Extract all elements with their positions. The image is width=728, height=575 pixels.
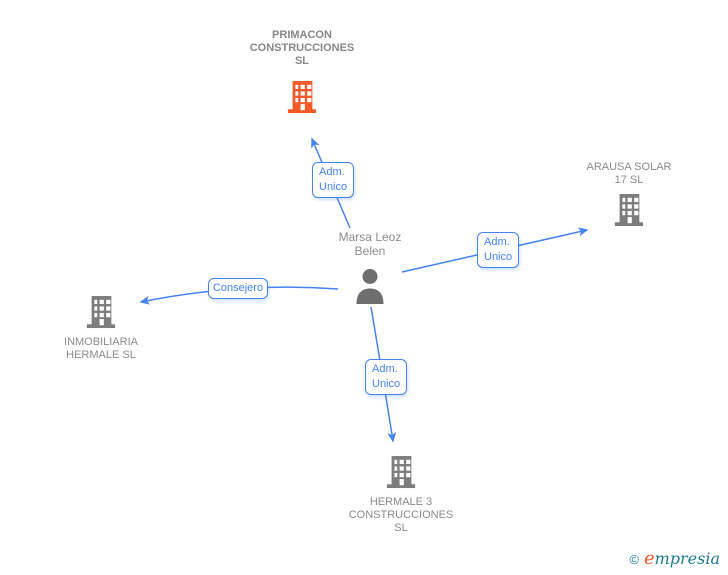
company-node-arausa[interactable]: ARAUSA SOLAR 17 SL	[569, 161, 689, 228]
company-node-inmobiliaria[interactable]: INMOBILIARIA HERMALE SL	[41, 295, 161, 362]
company-node-primacon[interactable]: PRIMACON CONSTRUCCIONES SL	[242, 29, 362, 115]
brand-name: empresia	[643, 548, 720, 569]
relation-label-adm-unico-bottom[interactable]: Adm. Unico	[365, 359, 407, 395]
relation-label-consejero[interactable]: Consejero	[208, 278, 268, 299]
empresia-logo[interactable]: © empresia	[629, 548, 720, 569]
person-icon	[356, 269, 384, 304]
relation-label-adm-unico-right[interactable]: Adm. Unico	[477, 232, 519, 268]
person-name: Marsa Leoz Belen	[338, 230, 402, 258]
copyright-icon: ©	[629, 552, 639, 567]
building-icon	[287, 81, 317, 114]
company-node-hermale3[interactable]: HERMALE 3 CONSTRUCCIONES SL	[341, 455, 461, 535]
company-name: ARAUSA SOLAR 17 SL	[586, 161, 672, 186]
building-icon	[386, 456, 416, 489]
company-name: INMOBILIARIA HERMALE SL	[64, 336, 138, 361]
company-name: HERMALE 3 CONSTRUCCIONES SL	[348, 496, 454, 534]
company-name: PRIMACON CONSTRUCCIONES SL	[249, 29, 355, 67]
building-icon	[614, 194, 644, 227]
person-node-marsa-leoz-belen[interactable]: Marsa Leoz Belen	[310, 230, 430, 304]
building-icon	[86, 296, 116, 329]
relation-label-adm-unico-top[interactable]: Adm. Unico	[312, 162, 354, 198]
